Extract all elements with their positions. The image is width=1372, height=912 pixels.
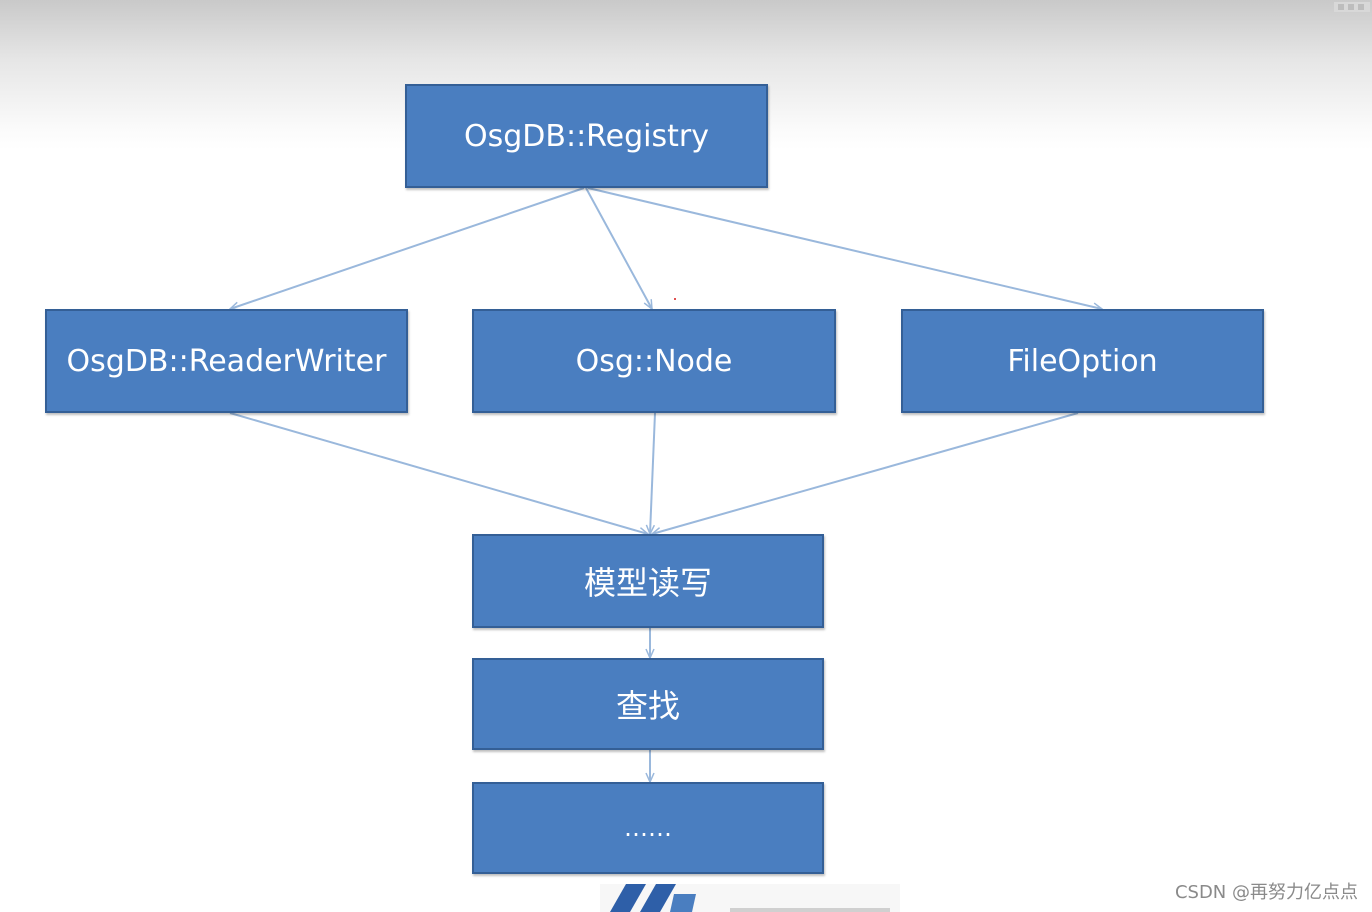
- node-label: 模型读写: [583, 564, 712, 602]
- node-label: OsgDB::Registry: [464, 118, 709, 154]
- edge-fileoption-model: [650, 412, 1079, 537]
- edge-node-model: [645, 412, 656, 536]
- node-fileoption: FileOption: [901, 309, 1264, 413]
- stray-red-dot: [674, 298, 676, 300]
- watermark-text: CSDN @再努力亿点点: [1174, 882, 1358, 903]
- edge-registry-fileoption: [587, 187, 1104, 312]
- node-osg-node: Osg::Node: [472, 309, 836, 413]
- node-label: OsgDB::ReaderWriter: [66, 343, 387, 379]
- node-label: ……: [624, 814, 672, 842]
- node-label: FileOption: [1007, 343, 1158, 379]
- partial-logo-image: [600, 884, 900, 912]
- node-search: 查找: [472, 658, 824, 750]
- node-ellipsis: ……: [472, 782, 824, 874]
- edge-registry-readerwriter: [228, 187, 585, 311]
- edge-readerwriter-model: [229, 412, 650, 537]
- edge-registry-node: [585, 187, 653, 311]
- node-osgdb-registry: OsgDB::Registry: [405, 84, 768, 188]
- node-osgdb-readerwriter: OsgDB::ReaderWriter: [45, 309, 408, 413]
- node-label: Osg::Node: [575, 343, 733, 379]
- node-label: 查找: [615, 687, 680, 725]
- node-model-read-write: 模型读写: [472, 534, 824, 628]
- corner-logo-fragment: [1328, 0, 1372, 16]
